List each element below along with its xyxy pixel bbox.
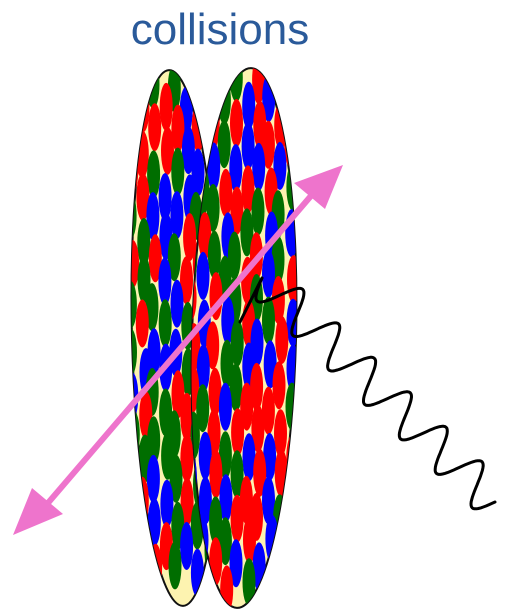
quark-ellipse (169, 541, 182, 589)
quark-ellipse (191, 59, 204, 107)
quark-ellipse (127, 545, 140, 593)
quark-ellipse (286, 560, 299, 608)
quark-ellipse (220, 565, 233, 613)
quark-ellipse (272, 542, 285, 590)
quark-ellipse (230, 99, 243, 147)
quark-ellipse (171, 148, 184, 196)
quark-ellipse (287, 255, 300, 303)
quark-ellipse (127, 503, 140, 551)
quark-ellipse (231, 495, 244, 543)
arrow-head-top-icon (294, 165, 343, 209)
quark-ellipse (262, 297, 275, 345)
quark-ellipse (219, 169, 232, 217)
quark-ellipse (124, 281, 137, 329)
quark-ellipse (149, 544, 162, 592)
quark-ellipse (126, 240, 139, 288)
quark-ellipse (148, 103, 161, 151)
quark-ellipse (197, 252, 210, 300)
quark-ellipse (170, 191, 183, 239)
quark-ellipse (231, 408, 244, 456)
quark-ellipse (160, 480, 173, 528)
quark-ellipse (252, 188, 265, 236)
quark-ellipse (265, 515, 278, 563)
quark-ellipse (243, 558, 256, 606)
quark-ellipse (284, 517, 297, 565)
quark-ellipse (275, 316, 288, 364)
quark-ellipse (124, 457, 137, 505)
quark-ellipse (202, 83, 215, 131)
quark-ellipse (196, 79, 209, 127)
quark-ellipse (158, 257, 171, 305)
quark-ellipse (219, 383, 232, 431)
quark-ellipse (288, 81, 301, 129)
quark-ellipse (207, 54, 220, 102)
quark-ellipse (147, 455, 160, 503)
right-nucleus (184, 53, 303, 613)
quark-ellipse (125, 146, 138, 194)
quark-ellipse (136, 300, 149, 348)
quark-ellipse (191, 549, 204, 597)
quark-ellipse (126, 62, 139, 110)
quark-ellipse (148, 498, 161, 546)
quark-ellipse (124, 104, 137, 152)
quark-ellipse (160, 83, 173, 131)
quark-ellipse (124, 328, 137, 376)
quark-ellipse (209, 537, 222, 585)
quark-ellipse (159, 299, 172, 347)
quark-ellipse (180, 522, 193, 570)
